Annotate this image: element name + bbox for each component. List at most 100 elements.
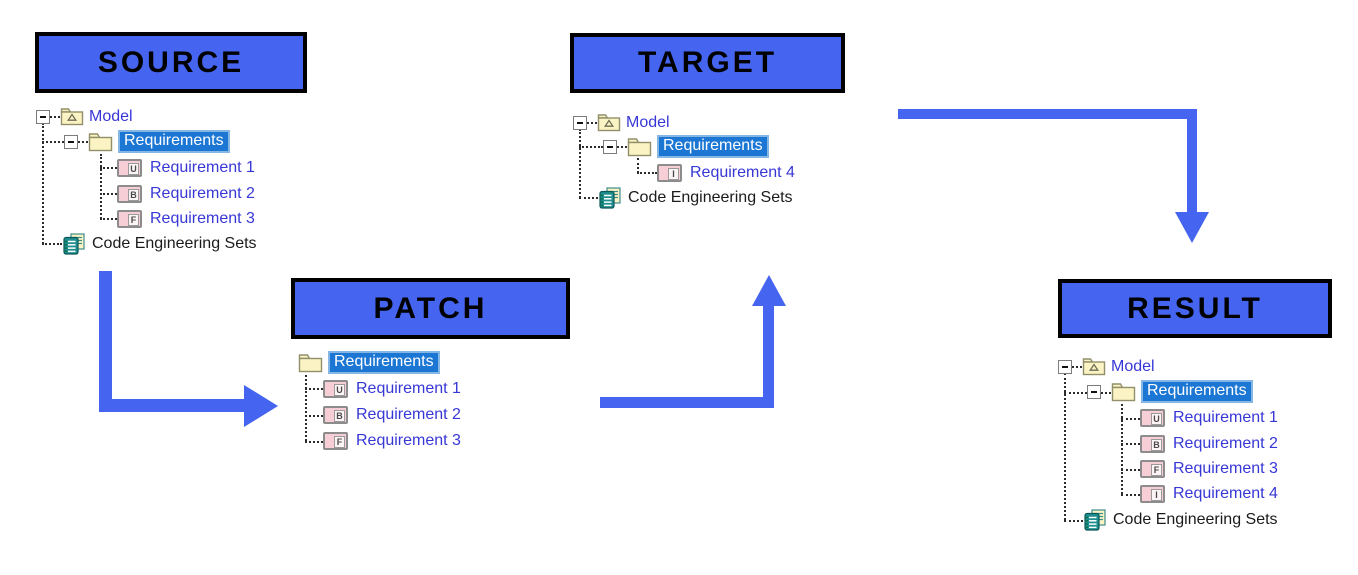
tree-item-requirement-4[interactable]: I Requirement 4 bbox=[657, 160, 795, 185]
tree-connector-line bbox=[617, 146, 627, 148]
arrowhead-right-icon bbox=[244, 385, 278, 427]
tree-item-label[interactable]: Model bbox=[89, 107, 133, 125]
tree-connector-line bbox=[100, 193, 117, 195]
target-title: TARGET bbox=[637, 46, 778, 79]
tree-item-requirements[interactable]: Requirements bbox=[298, 350, 440, 375]
source-tree: Model Requirements U Requirement 1 B Req… bbox=[30, 104, 330, 269]
tree-connector-line bbox=[50, 116, 60, 118]
target-tree: Model Requirements I Requirement 4 Code … bbox=[570, 110, 870, 220]
expand-minus-icon[interactable] bbox=[573, 115, 587, 130]
requirement-icon: B bbox=[1140, 434, 1165, 453]
requirement-type-badge: B bbox=[1151, 438, 1162, 451]
tree-item-label[interactable]: Requirement 4 bbox=[690, 163, 795, 181]
tree-item-requirements[interactable]: Requirements bbox=[64, 129, 230, 154]
requirement-icon: U bbox=[323, 379, 348, 398]
tree-connector-line bbox=[305, 375, 307, 441]
expand-minus-icon[interactable] bbox=[603, 139, 617, 154]
tree-connector-line bbox=[305, 388, 323, 390]
tree-item-model[interactable]: Model bbox=[573, 110, 670, 135]
tree-item-label[interactable]: Requirement 1 bbox=[150, 158, 255, 176]
tree-item-requirement-2[interactable]: B Requirement 2 bbox=[323, 402, 461, 427]
requirement-type-badge: F bbox=[128, 213, 139, 226]
tree-item-label[interactable]: Requirement 1 bbox=[356, 379, 461, 397]
tree-item-label[interactable]: Requirement 3 bbox=[150, 209, 255, 227]
requirement-type-badge: I bbox=[1151, 488, 1162, 501]
expand-minus-icon[interactable] bbox=[1058, 359, 1072, 374]
arrow-segment bbox=[1187, 109, 1197, 213]
tree-connector-line bbox=[305, 415, 323, 417]
tree-connector-line bbox=[637, 172, 657, 174]
expand-minus-icon[interactable] bbox=[36, 109, 50, 124]
tree-connector-line bbox=[579, 129, 581, 198]
tree-item-requirement-2[interactable]: B Requirement 2 bbox=[1140, 431, 1278, 456]
folder-icon bbox=[88, 132, 113, 151]
requirement-icon: U bbox=[117, 158, 142, 177]
tree-item-model[interactable]: Model bbox=[36, 104, 133, 129]
tree-connector-line bbox=[1064, 373, 1066, 520]
requirement-icon: F bbox=[1140, 459, 1165, 478]
tree-item-label[interactable]: Code Engineering Sets bbox=[628, 188, 793, 206]
tree-item-requirements[interactable]: Requirements bbox=[1087, 379, 1253, 404]
tree-item-label-selected[interactable]: Requirements bbox=[1141, 380, 1253, 403]
requirement-icon: U bbox=[1140, 408, 1165, 427]
result-title: RESULT bbox=[1127, 291, 1263, 325]
expand-minus-icon[interactable] bbox=[1087, 384, 1101, 399]
tree-connector-line bbox=[1121, 494, 1140, 496]
tree-item-label-selected[interactable]: Requirements bbox=[657, 135, 769, 158]
tree-item-requirement-4[interactable]: I Requirement 4 bbox=[1140, 481, 1278, 506]
tree-connector-line bbox=[1064, 392, 1087, 394]
patch-label-box: PATCH bbox=[291, 278, 570, 339]
tree-connector-line bbox=[42, 141, 64, 143]
tree-item-requirement-1[interactable]: U Requirement 1 bbox=[323, 376, 461, 401]
code-engineering-sets-icon bbox=[599, 186, 621, 209]
requirement-icon: I bbox=[1140, 484, 1165, 503]
requirement-icon: I bbox=[657, 163, 682, 182]
tree-item-label[interactable]: Requirement 3 bbox=[1173, 459, 1278, 477]
tree-connector-line bbox=[579, 146, 603, 148]
tree-item-label[interactable]: Model bbox=[1111, 357, 1155, 375]
tree-item-label[interactable]: Model bbox=[626, 113, 670, 131]
tree-item-requirement-2[interactable]: B Requirement 2 bbox=[117, 181, 255, 206]
code-engineering-sets-icon bbox=[1084, 508, 1106, 531]
patch-tree: Requirements U Requirement 1 B Requireme… bbox=[291, 350, 581, 460]
tree-item-label[interactable]: Requirement 4 bbox=[1173, 484, 1278, 502]
source-label-box: SOURCE bbox=[35, 32, 307, 93]
tree-item-label[interactable]: Code Engineering Sets bbox=[1113, 510, 1278, 528]
arrowhead-up-icon bbox=[752, 275, 786, 306]
tree-item-requirement-1[interactable]: U Requirement 1 bbox=[117, 155, 255, 180]
requirement-icon: B bbox=[117, 184, 142, 203]
tree-item-requirements[interactable]: Requirements bbox=[603, 134, 769, 159]
code-engineering-sets-icon bbox=[63, 232, 85, 255]
tree-item-label-selected[interactable]: Requirements bbox=[328, 351, 440, 374]
tree-item-label[interactable]: Code Engineering Sets bbox=[92, 234, 257, 252]
tree-item-model[interactable]: Model bbox=[1058, 354, 1155, 379]
package-icon bbox=[1082, 358, 1106, 376]
tree-item-code-engineering-sets[interactable]: Code Engineering Sets bbox=[62, 231, 257, 256]
folder-icon bbox=[627, 137, 652, 156]
tree-item-requirement-1[interactable]: U Requirement 1 bbox=[1140, 405, 1278, 430]
arrow-segment bbox=[898, 109, 1197, 119]
tree-item-code-engineering-sets[interactable]: Code Engineering Sets bbox=[598, 185, 793, 210]
result-tree: Model Requirements U Requirement 1 B Req… bbox=[1055, 354, 1355, 544]
tree-connector-line bbox=[1101, 392, 1111, 394]
tree-item-label-selected[interactable]: Requirements bbox=[118, 130, 230, 153]
tree-item-label[interactable]: Requirement 2 bbox=[356, 405, 461, 423]
tree-connector-line bbox=[100, 218, 117, 220]
tree-item-requirement-3[interactable]: F Requirement 3 bbox=[1140, 456, 1278, 481]
requirement-type-badge: U bbox=[1151, 412, 1162, 425]
requirement-type-badge: U bbox=[334, 383, 345, 396]
expand-minus-icon[interactable] bbox=[64, 134, 78, 149]
tree-item-label[interactable]: Requirement 2 bbox=[150, 184, 255, 202]
target-label-box: TARGET bbox=[570, 33, 845, 93]
tree-item-label[interactable]: Requirement 2 bbox=[1173, 434, 1278, 452]
tree-connector-line bbox=[1121, 469, 1140, 471]
tree-item-label[interactable]: Requirement 3 bbox=[356, 431, 461, 449]
arrow-segment bbox=[763, 303, 774, 408]
tree-item-code-engineering-sets[interactable]: Code Engineering Sets bbox=[1083, 507, 1278, 532]
tree-item-requirement-3[interactable]: F Requirement 3 bbox=[117, 206, 255, 231]
tree-item-requirement-3[interactable]: F Requirement 3 bbox=[323, 428, 461, 453]
requirement-type-badge: B bbox=[334, 409, 345, 422]
tree-connector-line bbox=[1072, 366, 1082, 368]
tree-item-label[interactable]: Requirement 1 bbox=[1173, 408, 1278, 426]
